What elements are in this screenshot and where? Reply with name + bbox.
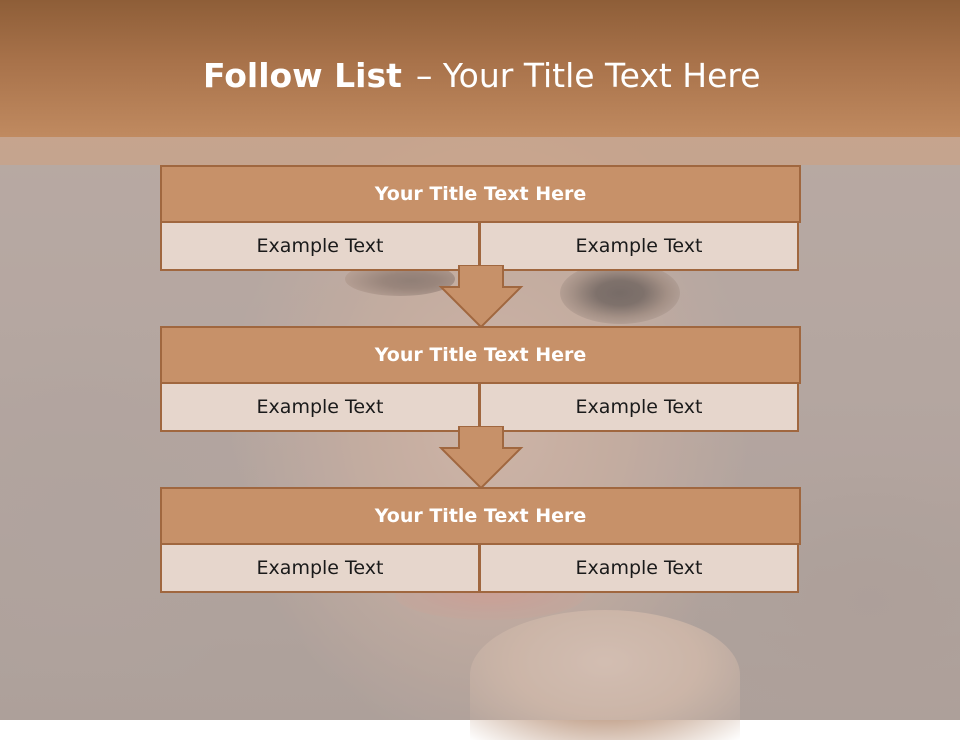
step-cell-right: Example Text bbox=[479, 221, 799, 271]
step-title: Your Title Text Here bbox=[160, 326, 801, 384]
step-box-3: Your Title Text Here Example Text Exampl… bbox=[160, 487, 801, 593]
photo-hand bbox=[470, 610, 740, 740]
down-arrow-icon bbox=[438, 426, 524, 490]
step-box-1: Your Title Text Here Example Text Exampl… bbox=[160, 165, 801, 271]
header-band bbox=[0, 0, 960, 137]
photo-eye-right bbox=[560, 262, 680, 324]
step-cell-right: Example Text bbox=[479, 543, 799, 593]
slide-title-rest: – Your Title Text Here bbox=[415, 56, 761, 95]
step-box-2: Your Title Text Here Example Text Exampl… bbox=[160, 326, 801, 432]
step-title: Your Title Text Here bbox=[160, 165, 801, 223]
step-cell-left: Example Text bbox=[160, 543, 480, 593]
header-strip bbox=[0, 137, 960, 165]
step-cell-right: Example Text bbox=[479, 382, 799, 432]
slide-title-bold: Follow List bbox=[203, 56, 402, 95]
step-title: Your Title Text Here bbox=[160, 487, 801, 545]
down-arrow-icon bbox=[438, 265, 524, 329]
slide-title: Follow List – Your Title Text Here bbox=[203, 52, 761, 100]
step-cell-left: Example Text bbox=[160, 382, 480, 432]
step-cell-left: Example Text bbox=[160, 221, 480, 271]
